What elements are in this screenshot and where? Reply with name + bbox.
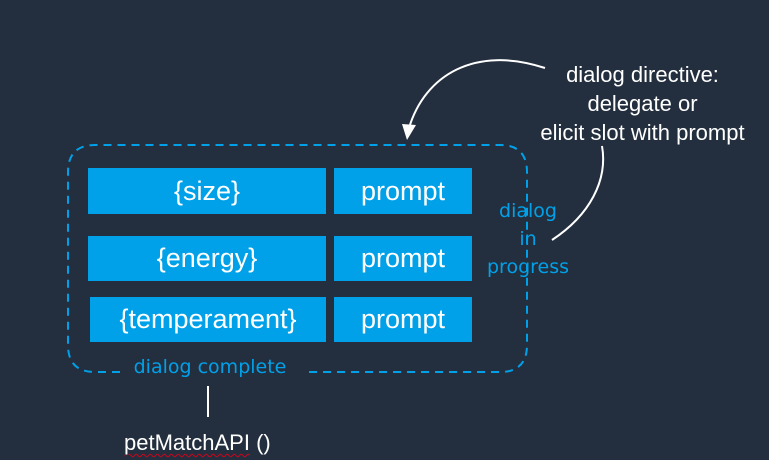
arrowhead: [402, 124, 416, 140]
prompt-size: prompt: [334, 168, 472, 214]
dialog-in-progress-line-3: progress: [486, 256, 570, 278]
api-call: petMatchAPI (): [124, 430, 271, 456]
directive-arrow: [408, 59, 546, 129]
dialog-in-progress-line-1: dialog: [499, 200, 557, 222]
dialog-in-progress-line-2: in: [519, 228, 537, 250]
directive-line-2: delegate or: [587, 91, 698, 116]
prompt-temperament: prompt: [334, 297, 472, 342]
api-name: petMatchAPI: [124, 430, 250, 455]
slot-size: {size}: [88, 168, 326, 214]
dialog-in-progress-label: dialog in progress: [476, 197, 580, 281]
dialog-directive-label: dialog directive: delegate or elicit slo…: [516, 60, 769, 147]
progress-return-line: [551, 145, 605, 241]
api-args: (): [249, 430, 271, 455]
prompt-energy: prompt: [334, 236, 472, 281]
dialog-complete-label: dialog complete: [133, 356, 287, 378]
directive-line-1: dialog directive:: [566, 62, 719, 87]
directive-line-3: elicit slot with prompt: [540, 120, 745, 145]
slot-temperament: {temperament}: [90, 297, 326, 342]
slot-energy: {energy}: [88, 236, 326, 281]
